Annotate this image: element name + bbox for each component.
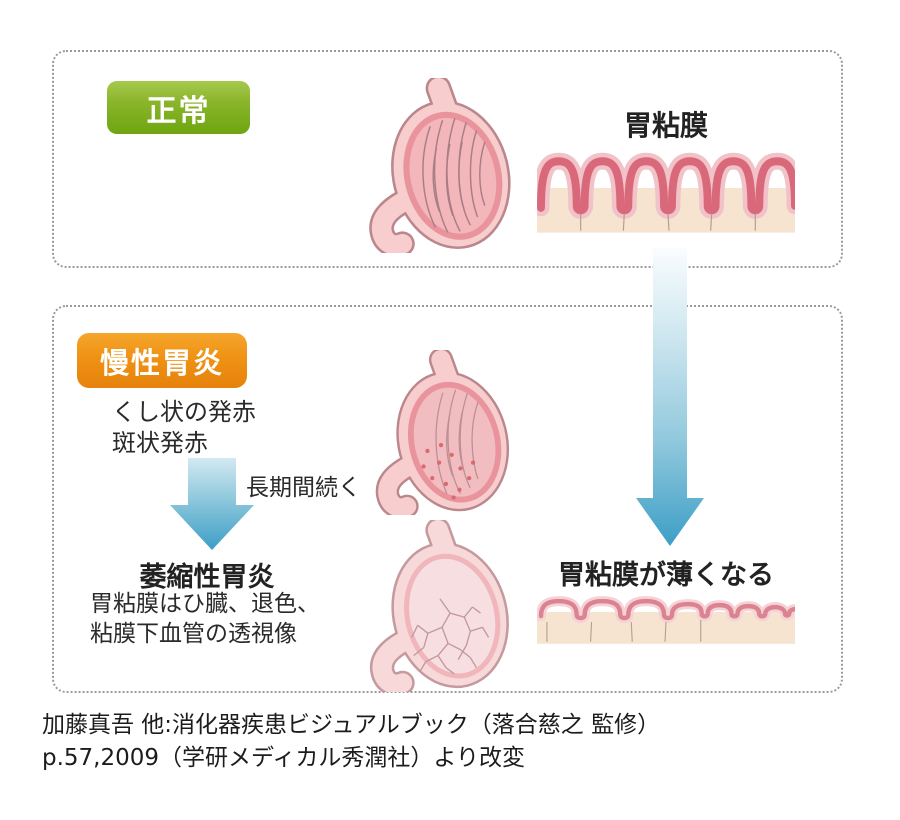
atrophic-desc-line-2: 粘膜下血管の透視像 xyxy=(90,621,297,647)
normal-badge: 正常 xyxy=(107,81,250,134)
mucosa-thinning-result-label: 胃粘膜が薄くなる xyxy=(558,560,774,591)
chronic-badge: 慢性胃炎 xyxy=(77,333,247,388)
short-down-arrow-icon xyxy=(170,458,254,550)
atrophic-desc-line-1: 胃粘膜はひ臓、退色、 xyxy=(90,591,320,617)
finding-line-1: くし状の発赤 xyxy=(112,398,256,426)
thin-mucosa-illustration xyxy=(537,596,795,644)
normal-mucosa-illustration xyxy=(537,152,795,233)
chronic-gastritis-stomach-illustration xyxy=(375,350,510,515)
citation-line-1: 加藤真吾 他:消化器疾患ビジュアルブック（落合慈之 監修） xyxy=(42,712,661,738)
gastric-mucosa-label: 胃粘膜 xyxy=(623,109,708,142)
normal-stomach-illustration xyxy=(369,78,511,253)
atrophic-description-text: 胃粘膜はひ臓、退色、 粘膜下血管の透視像 xyxy=(90,589,320,649)
citation-text: 加藤真吾 他:消化器疾患ビジュアルブック（落合慈之 監修） p.57,2009（… xyxy=(42,709,660,775)
citation-line-2: p.57,2009（学研メディカル秀潤社）より改変 xyxy=(42,745,525,771)
atrophic-stomach-illustration xyxy=(369,520,509,692)
finding-line-2: 斑状発赤 xyxy=(112,429,208,457)
atrophic-gastritis-title: 萎縮性胃炎 xyxy=(139,562,275,593)
normal-section-box xyxy=(52,50,843,268)
chronic-section-box xyxy=(52,305,843,693)
duration-caption: 長期間続く xyxy=(246,475,361,501)
long-down-arrow-icon xyxy=(636,248,704,546)
chronic-findings-text: くし状の発赤 斑状発赤 xyxy=(112,397,256,459)
